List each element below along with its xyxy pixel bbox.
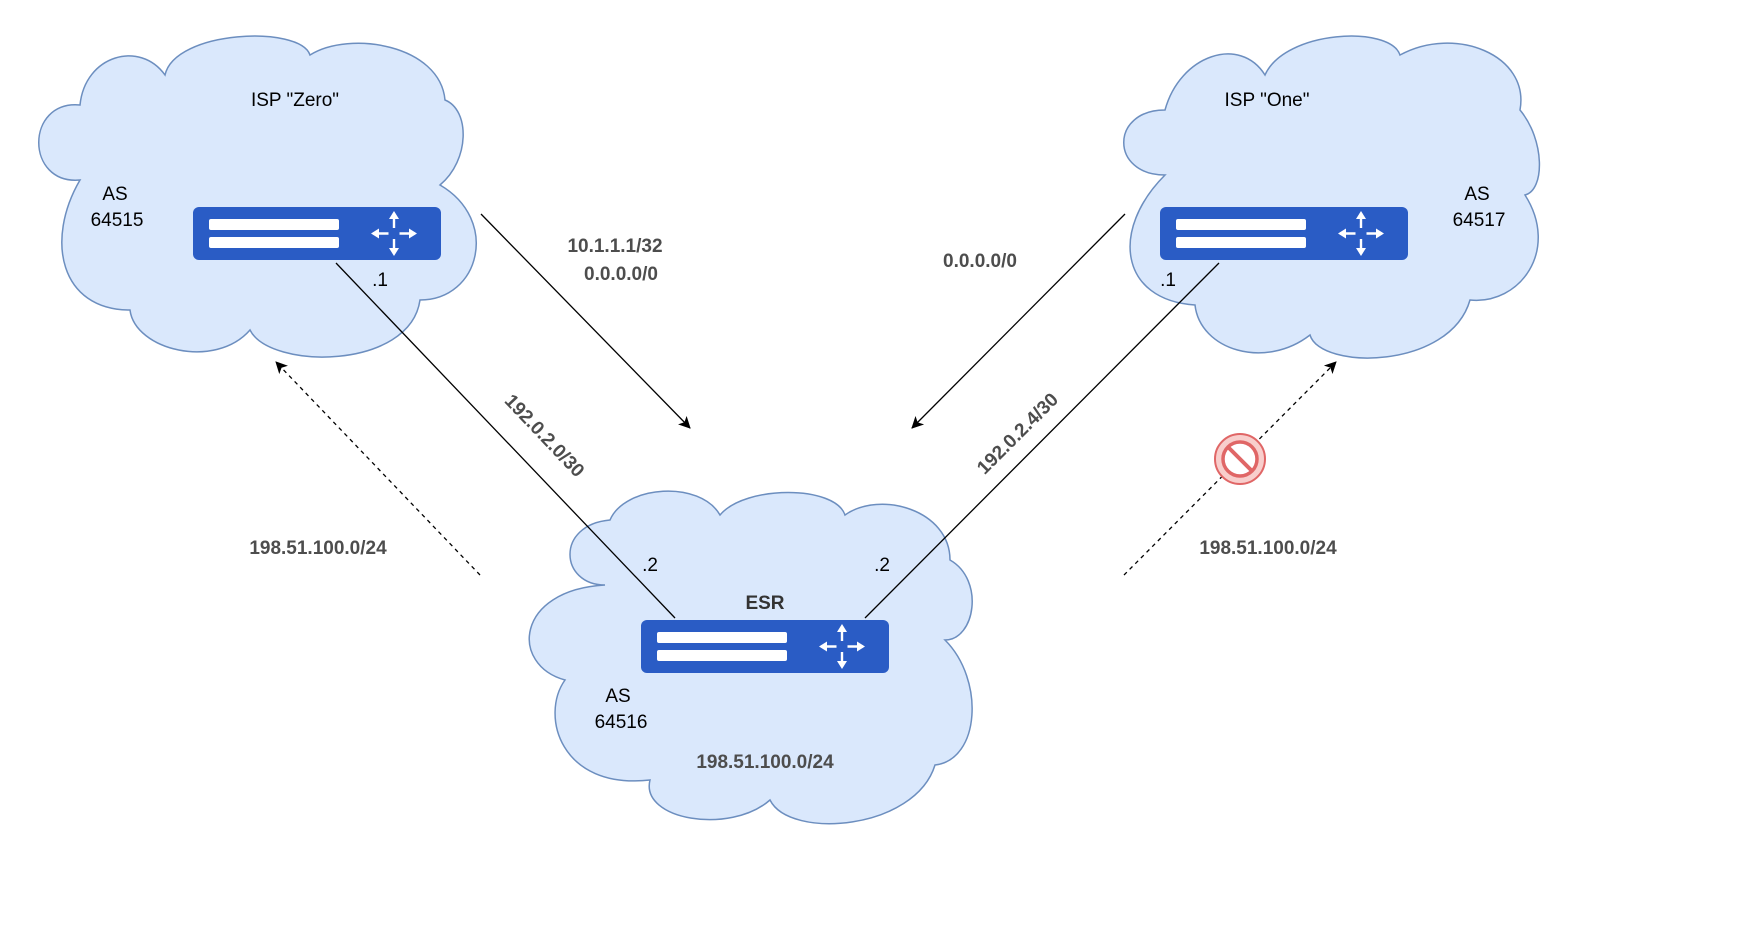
arrow-one-to-esr <box>911 213 1126 429</box>
link-zero-esr <box>335 262 676 619</box>
router-icon <box>1158 205 1410 262</box>
isp-zero-cloud <box>38 35 477 358</box>
arrow-esr-to-zero <box>275 361 481 576</box>
right-link-subnet: 192.0.2.4/30 <box>973 389 1063 479</box>
router-icon <box>639 618 891 675</box>
arrow-esr-to-one <box>1123 361 1337 576</box>
esr-network: 198.51.100.0/24 <box>696 752 834 773</box>
adv-from-one: 0.0.0.0/0 <box>943 251 1017 272</box>
esr-address-right: .2 <box>874 555 890 576</box>
router-icon <box>191 205 443 262</box>
adv-from-zero-line2: 0.0.0.0/0 <box>584 264 658 285</box>
link-one-esr <box>864 262 1220 619</box>
isp-zero-as-number: 64515 <box>91 210 144 231</box>
esr-title: ESR <box>745 593 784 614</box>
no-entry-icon <box>1214 433 1266 485</box>
adv-from-zero-line1: 10.1.1.1/32 <box>567 236 662 257</box>
isp-zero-router-address: .1 <box>372 270 388 291</box>
adv-to-zero: 198.51.100.0/24 <box>249 538 387 559</box>
adv-to-one: 198.51.100.0/24 <box>1199 538 1337 559</box>
esr-address-left: .2 <box>642 555 658 576</box>
arrow-zero-to-esr <box>480 213 691 429</box>
esr-as-label: AS <box>605 686 630 707</box>
left-link-subnet: 192.0.2.0/30 <box>500 391 588 482</box>
isp-one-title: ISP "One" <box>1225 90 1310 111</box>
isp-one-cloud <box>1123 35 1541 359</box>
isp-one-router-address: .1 <box>1160 270 1176 291</box>
isp-one-as-label: AS <box>1464 184 1489 205</box>
esr-as-number: 64516 <box>595 712 648 733</box>
isp-one-as-number: 64517 <box>1453 210 1506 231</box>
isp-zero-title: ISP "Zero" <box>251 90 339 111</box>
isp-zero-as-label: AS <box>102 184 127 205</box>
